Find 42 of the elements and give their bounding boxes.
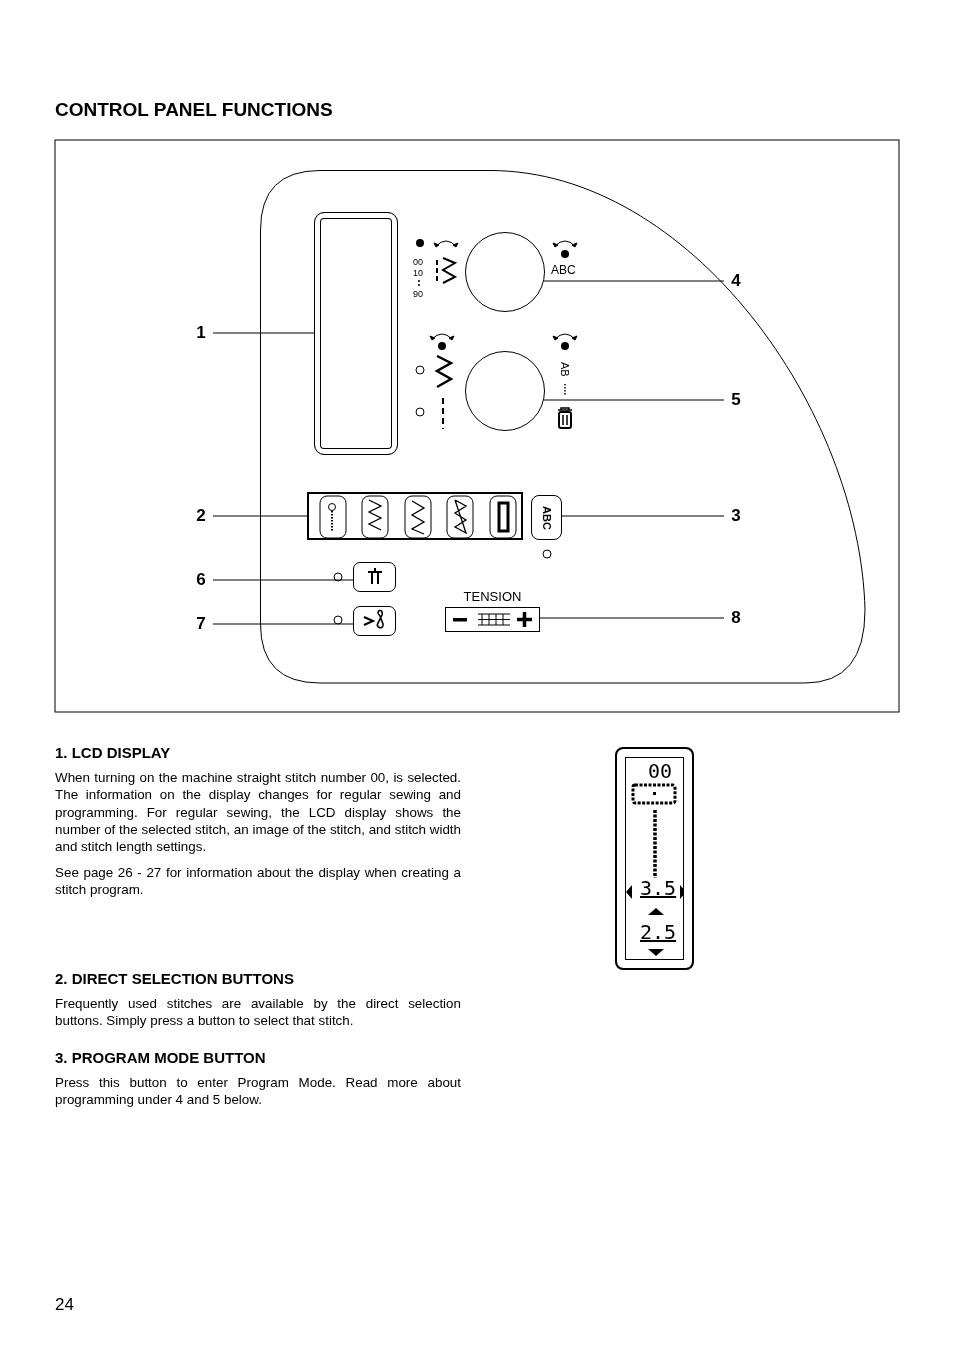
thread-cutter-button	[353, 606, 396, 636]
callout-number: 2	[191, 506, 211, 526]
leader-line	[543, 280, 725, 282]
section-heading: 1. LCD DISPLAY	[55, 744, 171, 762]
leader-line	[539, 617, 725, 619]
callout-number: 3	[726, 506, 746, 526]
section-heading: 3. PROGRAM MODE BUTTON	[55, 1049, 266, 1067]
control-label: TENSION	[462, 589, 523, 605]
body-paragraph: See page 26 - 27 for information about the display when creating a stitch program.	[55, 864, 461, 899]
leader-line	[212, 515, 308, 517]
leader-line	[212, 579, 354, 581]
display-digits: 00	[648, 760, 673, 782]
leader-line	[543, 399, 725, 401]
display-digits: 3.5	[640, 877, 677, 899]
leader-line	[212, 332, 315, 334]
scale-number: 90	[413, 289, 423, 300]
needle-stop-button	[353, 562, 396, 592]
scale-number: 00	[413, 257, 423, 268]
body-paragraph: Press this button to enter Program Mode. Read more about programming under 4 and 5 below.	[55, 1074, 461, 1109]
page-number: 24	[55, 1295, 74, 1315]
tension-control	[445, 589, 540, 632]
button-row	[307, 492, 523, 540]
section-heading: 2. DIRECT SELECTION BUTTONS	[55, 970, 294, 988]
knob-label: ABC	[551, 264, 576, 278]
callout-number: 1	[191, 323, 211, 343]
body-paragraph: Frequently used stitches are available by the direct selection buttons. Simply press a button to select that stitch.	[55, 995, 461, 1030]
page-title: CONTROL PANEL FUNCTIONS	[55, 99, 333, 121]
callout-number: 8	[726, 608, 746, 628]
scale-number: 10	[413, 268, 423, 279]
display-screen	[615, 747, 694, 970]
leader-line	[561, 515, 725, 517]
callout-number: 4	[726, 271, 746, 291]
control-panel	[260, 170, 866, 684]
callout-number: 6	[191, 570, 211, 590]
lcd-display	[314, 212, 398, 455]
display-digits: 2.5	[640, 921, 677, 943]
callout-number: 5	[726, 390, 746, 410]
program-button: ABC	[531, 495, 562, 540]
knob-label: AB	[558, 362, 571, 377]
body-paragraph: When turning on the machine straight stitch number 00, is selected. The information on the display changes for regular sewing and programming. For regular sewing, the LCD display shows the number of the selected stitch, an image of the stitch, and stitch width and stitch length settings.	[55, 769, 461, 856]
callout-number: 7	[191, 614, 211, 634]
leader-line	[212, 623, 354, 625]
